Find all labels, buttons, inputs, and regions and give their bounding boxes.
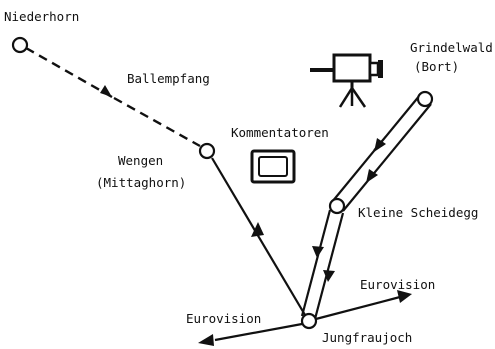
arrow-head (397, 290, 412, 303)
node-grindelwald (416, 90, 434, 108)
label-mittaghorn: (Mittaghorn) (96, 175, 186, 190)
arrow-head (198, 334, 214, 346)
arrow-head (323, 270, 335, 282)
link-niederhorn-wengen (25, 46, 201, 148)
tv-camera-on-tripod-icon (310, 53, 383, 108)
label-kommentatoren: Kommentatoren (231, 125, 329, 140)
label-grindelwald: Grindelwald (410, 40, 493, 55)
label-kleine-scheidegg: Kleine Scheidegg (358, 205, 478, 220)
label-jungfraujoch: Jungfraujoch (322, 330, 412, 345)
arrow-head (366, 169, 378, 183)
arrow-head (374, 138, 386, 152)
node-jungfraujoch (300, 312, 318, 330)
link-wengen-jungfraujoch (211, 157, 309, 321)
arrow-head (312, 246, 324, 258)
link-jungfraujoch-eurovision-right (311, 290, 412, 322)
label-niederhorn: Niederhorn (4, 9, 79, 24)
node-kleine-scheidegg (328, 197, 346, 215)
label-eurovision-left: Eurovision (186, 311, 261, 326)
node-wengen (198, 142, 216, 160)
label-ballempfang: Ballempfang (127, 71, 210, 86)
link-kleine-scheidegg-jungfraujoch (300, 209, 345, 320)
arrow-head (251, 222, 264, 237)
link-grindelwald-kleine-scheidegg (331, 94, 432, 212)
arrow-head (100, 85, 112, 97)
label-eurovision-right: Eurovision (360, 277, 435, 292)
link-jungfraujoch-eurovision-left (198, 322, 303, 346)
node-niederhorn (11, 36, 29, 54)
tv-monitor-icon (250, 149, 296, 184)
label-wengen: Wengen (118, 153, 163, 168)
label-bort: (Bort) (414, 59, 459, 74)
